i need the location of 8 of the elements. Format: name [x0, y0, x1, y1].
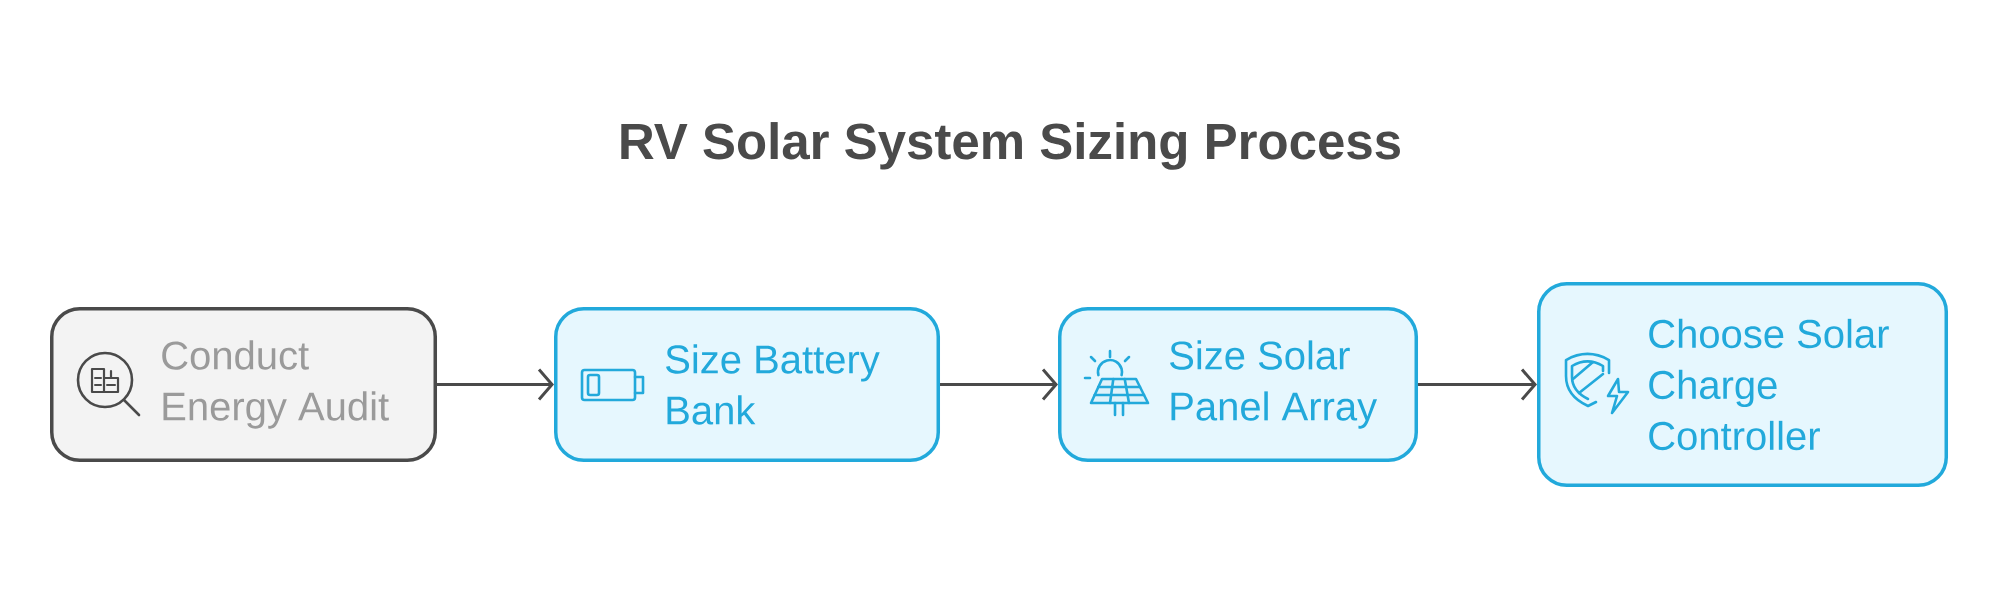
process-box: Conduct Energy Audit: [50, 307, 437, 462]
title: RV Solar System Sizing Process: [621, 122, 1400, 170]
arrow: [940, 368, 1058, 401]
process-box: Size Battery Bank: [554, 307, 940, 462]
process-box: Choose Solar Charge Controller: [1537, 282, 1948, 487]
arrow: [1418, 368, 1537, 401]
process-box: Size Solar Panel Array: [1058, 307, 1418, 462]
arrow: [437, 368, 554, 401]
